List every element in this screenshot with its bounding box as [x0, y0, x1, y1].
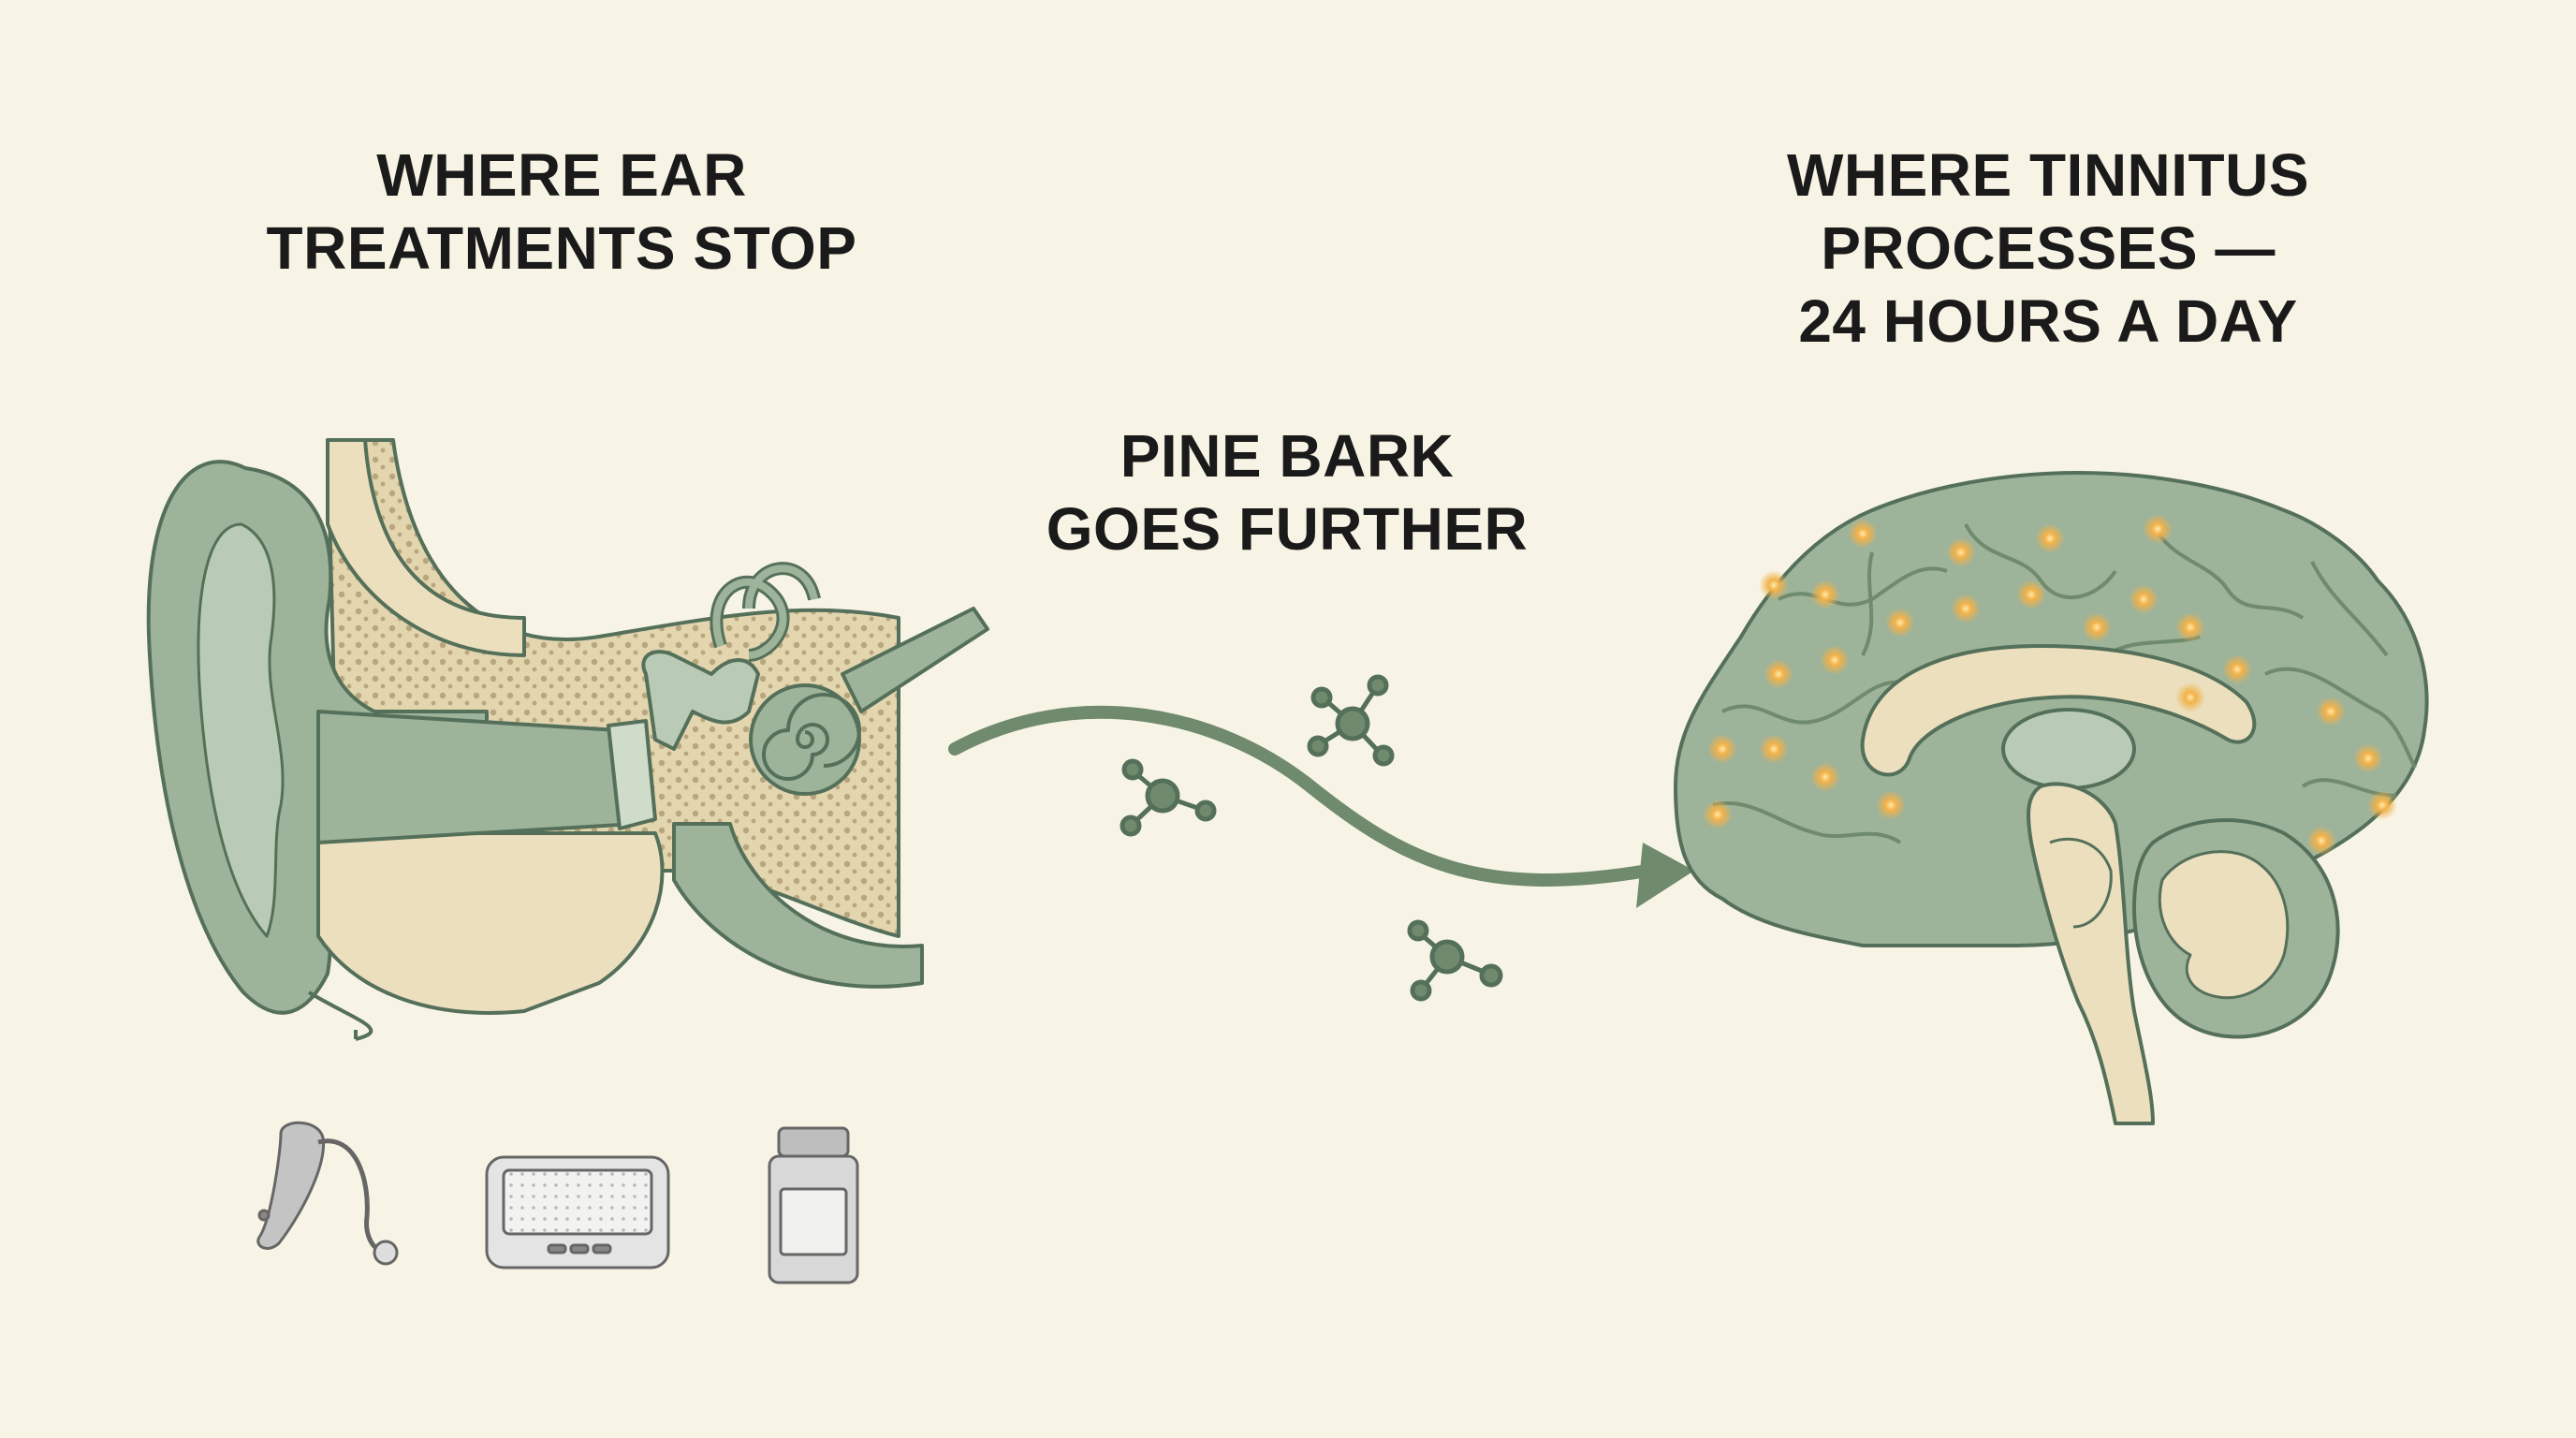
heading-line: TREATMENTS STOP: [266, 214, 857, 282]
neural-activity-glows: [1703, 514, 2397, 856]
lower-bone: [316, 831, 665, 1015]
ossicles: [641, 650, 760, 751]
ear-cross-section: [146, 438, 989, 1041]
eardrum: [607, 719, 657, 830]
pine-bark-heading: PINE BARK GOES FURTHER: [819, 419, 1755, 565]
arbor-vitae: [2158, 850, 2290, 1000]
corpus-callosum: [1860, 644, 2257, 777]
auditory-nerve: [841, 607, 989, 713]
tinnitus-heading: WHERE TINNITUS PROCESSES — 24 HOURS A DA…: [1580, 139, 2516, 358]
heading-line: WHERE EAR: [376, 141, 747, 209]
hearing-aid-icon: [256, 1121, 399, 1266]
heading-line: PROCESSES —: [1821, 214, 2276, 282]
brainstem: [2027, 782, 2155, 1125]
arrow-path: [948, 705, 1654, 887]
white-noise-machine-icon: [485, 1155, 670, 1269]
ear-canal: [316, 710, 649, 844]
pons: [2049, 837, 2113, 929]
heading-line: 24 HOURS A DAY: [1798, 287, 2298, 355]
molecule-icon: [1120, 758, 1217, 837]
heading-line: PINE BARK: [1120, 422, 1455, 490]
eustachian-tube: [672, 822, 924, 989]
heading-line: GOES FURTHER: [1046, 495, 1529, 563]
molecule-icon: [1407, 919, 1503, 1002]
brain-cross-section: [1674, 471, 2429, 1125]
auricle-inner-fold: [197, 522, 285, 938]
bone-outer-layer: [326, 438, 526, 657]
ear-treatments-heading: WHERE EAR TREATMENTS STOP: [94, 139, 1030, 285]
cochlea-spiral: [762, 693, 861, 781]
arrow-head-icon: [1636, 843, 1694, 908]
jaw-line: [307, 990, 373, 1041]
supplement-bottle-icon: [768, 1126, 859, 1284]
thalamus: [2001, 708, 2136, 790]
molecule-icon: [1307, 674, 1395, 767]
heading-line: WHERE TINNITUS: [1786, 141, 2310, 209]
